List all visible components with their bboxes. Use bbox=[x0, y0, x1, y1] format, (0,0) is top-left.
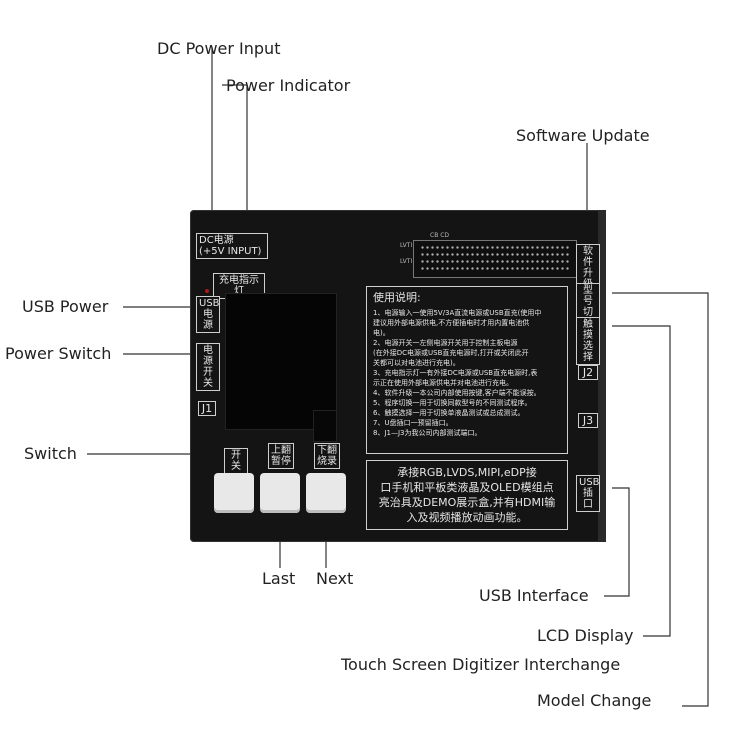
power-switch[interactable]: 电源 开关 bbox=[196, 343, 220, 391]
usb-port-line1: USB bbox=[579, 477, 600, 488]
j2-port[interactable]: J2 bbox=[578, 365, 598, 380]
instructions-line: 3、充电指示灯一有外接DC电源或USB直充电源时,表 bbox=[373, 369, 538, 377]
next-button[interactable] bbox=[306, 473, 346, 513]
leader-lcd bbox=[612, 325, 671, 637]
touch-line2: 选择 bbox=[583, 341, 593, 363]
instructions-line: 7、U盘插口一预留插口。 bbox=[373, 419, 453, 427]
instructions-line: 8、J1—J3为我公司内部测试端口。 bbox=[373, 429, 482, 437]
features-line: 入及视频播放动画功能。 bbox=[406, 511, 528, 524]
features-line: 承接RGB,LVDS,MIPI,eDP接 bbox=[397, 466, 537, 479]
touch-line1: 触摸 bbox=[583, 319, 593, 341]
software-line1: 软件 bbox=[583, 246, 593, 268]
callout-last: Last bbox=[262, 569, 296, 588]
switch-button[interactable] bbox=[214, 473, 254, 513]
header-tag-left2: LVTI bbox=[400, 258, 413, 265]
last-line1: 上翻 bbox=[271, 445, 291, 456]
last-button[interactable] bbox=[260, 473, 300, 513]
usb-port-line2: 插口 bbox=[583, 488, 593, 510]
callout-switch: Switch bbox=[24, 444, 77, 463]
power-switch-line1: 电源 bbox=[203, 345, 213, 367]
instructions-line: 6、触摸选择一用于切换单液晶测试或总成测试。 bbox=[373, 409, 525, 417]
callout-usb-interface: USB Interface bbox=[479, 586, 589, 605]
usb-interface-port[interactable]: USB 插口 bbox=[576, 475, 600, 512]
switch-label: 开关 bbox=[224, 448, 248, 474]
instructions-line: 5、程序切换一用于切换同款型号的不同测试程序。 bbox=[373, 399, 532, 407]
header-tag-top: CB CD bbox=[430, 232, 450, 239]
instructions-panel: 使用说明: 1、电源输入一使用5V/3A直流电源或USB直充(使用中 建议用外部… bbox=[366, 286, 568, 454]
instructions-line: 关都可以对电池进行充电)。 bbox=[373, 359, 460, 367]
callout-software-update: Software Update bbox=[516, 126, 650, 145]
features-line: 口手机和平板类液晶及OLED模组点 bbox=[380, 481, 554, 494]
pin-header-pins bbox=[420, 244, 570, 272]
usb-power-line2: 电源 bbox=[203, 309, 213, 331]
usb-power-line1: USB bbox=[199, 298, 220, 309]
callout-touch-screen: Touch Screen Digitizer Interchange bbox=[341, 655, 621, 674]
leader-usb-interface bbox=[604, 487, 630, 597]
power-led bbox=[205, 289, 209, 293]
instructions-line: 2、电源开关一左侧电源开关用于控制主板电源 bbox=[373, 339, 518, 347]
instructions-line: 建议用外部电源供电,不方便插电时才用内置电池供 bbox=[373, 319, 530, 327]
next-label: 下翻 烧录 bbox=[314, 443, 340, 469]
dc-label-line1: DC电源 bbox=[199, 235, 234, 246]
callout-model-change: Model Change bbox=[537, 691, 652, 710]
features-line: 亮治具及DEMO展示盒,并有HDMI输 bbox=[378, 496, 556, 509]
dc-label-line2: (+5V INPUT) bbox=[199, 246, 262, 257]
last-line2: 暂停 bbox=[271, 456, 291, 467]
callout-next: Next bbox=[316, 569, 354, 588]
instructions-line: 电)。 bbox=[373, 329, 390, 337]
callout-power-indicator: Power Indicator bbox=[226, 76, 351, 95]
next-line2: 烧录 bbox=[317, 456, 337, 467]
callout-lcd-display: LCD Display bbox=[537, 626, 634, 645]
device-side bbox=[598, 210, 606, 542]
power-switch-line2: 开关 bbox=[203, 367, 213, 389]
instructions-line: (在外接DC电源或USB直充电源时,打开或关闭此开 bbox=[373, 349, 529, 357]
callout-dc-power-input: DC Power Input bbox=[157, 39, 281, 58]
instructions-line: 1、电源输入一使用5V/3A直流电源或USB直充(使用中 bbox=[373, 309, 542, 317]
dc-input-label: DC电源 (+5V INPUT) bbox=[196, 233, 268, 259]
last-label: 上翻 暂停 bbox=[268, 443, 294, 469]
j3-port[interactable]: J3 bbox=[578, 413, 598, 428]
touch-select-button[interactable]: 触摸 选择 bbox=[576, 317, 600, 365]
features-panel: 承接RGB,LVDS,MIPI,eDP接 口手机和平板类液晶及OLED模组点 亮… bbox=[366, 460, 568, 530]
instructions-line: 示正在使用外部电源供电并对电池进行充电。 bbox=[373, 379, 513, 387]
lcd-panel-small bbox=[313, 410, 337, 442]
next-line1: 下翻 bbox=[317, 445, 337, 456]
model-line1: 型号 bbox=[583, 285, 593, 307]
callout-usb-power: USB Power bbox=[22, 297, 109, 316]
header-tag-left1: LVTI bbox=[400, 242, 413, 249]
j1-port[interactable]: J1 bbox=[198, 401, 216, 416]
instructions-title: 使用说明: bbox=[373, 291, 421, 304]
lcd-panel bbox=[225, 293, 337, 430]
instructions-line: 4、软件升级一本公司内部使用按键,客户端不能误按。 bbox=[373, 389, 541, 397]
callout-power-switch: Power Switch bbox=[5, 344, 112, 363]
usb-power-port[interactable]: USB 电源 bbox=[196, 296, 220, 333]
